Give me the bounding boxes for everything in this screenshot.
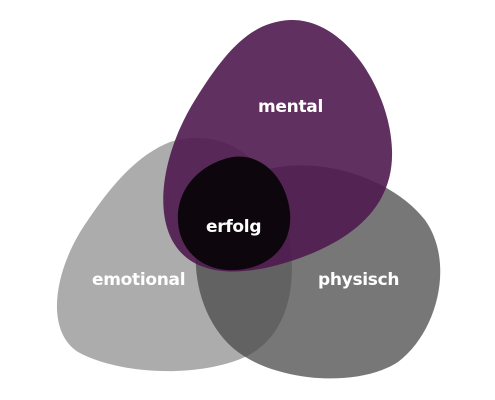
label-mental: mental xyxy=(258,97,323,117)
label-physisch: physisch xyxy=(318,270,399,290)
intersection-shape xyxy=(177,156,291,271)
label-emotional: emotional xyxy=(92,270,185,290)
label-erfolg: erfolg xyxy=(206,217,261,237)
